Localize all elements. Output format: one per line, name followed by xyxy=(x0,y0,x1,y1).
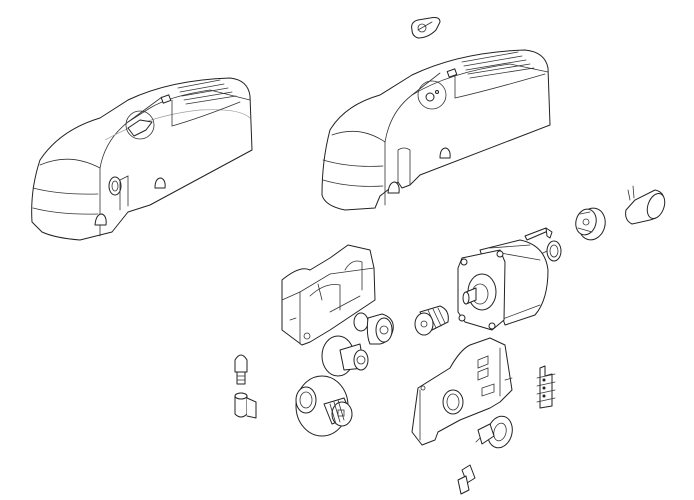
gear-wheel xyxy=(321,335,369,377)
worm-screw xyxy=(414,305,449,336)
gearbox-housing-left xyxy=(281,244,376,346)
gearbox-housing-right xyxy=(411,337,513,446)
capacitor xyxy=(625,185,666,225)
encoder-disc xyxy=(575,207,606,241)
allen-key xyxy=(524,227,553,241)
lamp-bulb xyxy=(234,354,248,385)
limit-switch xyxy=(475,415,513,449)
connector xyxy=(457,464,476,495)
output-gear xyxy=(295,375,353,437)
bushing-shaft xyxy=(353,312,394,345)
terminal-block xyxy=(536,365,556,409)
pinion-gear xyxy=(540,240,562,262)
motor xyxy=(457,239,549,331)
lamp-holder xyxy=(234,392,257,419)
left-cover xyxy=(31,77,253,241)
release-knob xyxy=(411,17,441,39)
right-cover xyxy=(321,49,551,211)
